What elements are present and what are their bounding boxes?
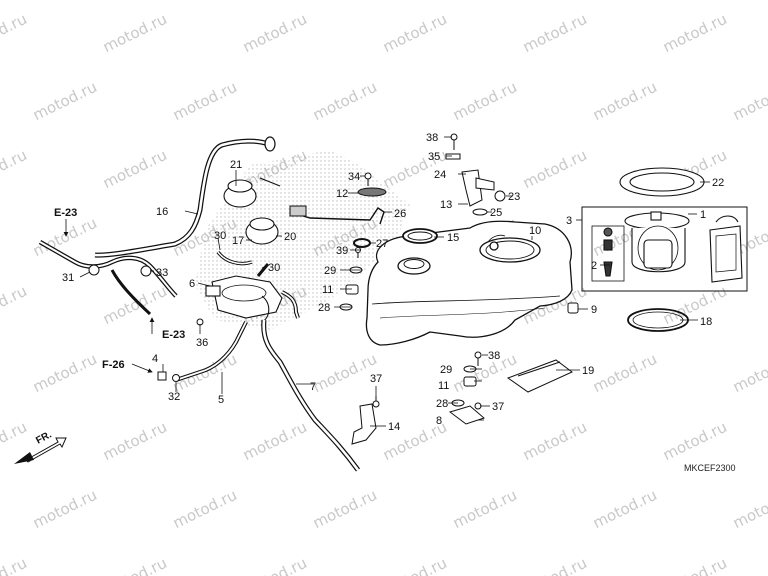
callout-p4: 4: [152, 353, 158, 365]
callout-p11a: 11: [322, 284, 333, 296]
callout-p22: 22: [712, 177, 724, 189]
callout-p11b: 11: [438, 380, 449, 392]
callout-p23: 23: [508, 191, 520, 203]
callout-p29a: 29: [324, 265, 336, 277]
callout-p28b: 28: [436, 398, 448, 410]
front-direction-arrow: FR.: [14, 429, 67, 464]
callout-p24: 24: [434, 169, 446, 181]
callout-p21: 21: [230, 159, 242, 171]
callout-p9: 9: [591, 304, 597, 316]
callout-p6: 6: [189, 278, 195, 290]
callout-p7: 7: [310, 381, 316, 393]
callout-p35: 35: [428, 151, 440, 163]
callout-p39: 39: [336, 245, 348, 257]
callout-p33: 33: [156, 267, 168, 279]
callout-p5: 5: [218, 394, 224, 406]
callout-numbers: 1234567891011111213141516171819202122232…: [62, 132, 724, 433]
callout-p2: 2: [591, 260, 597, 272]
callout-p36: 36: [196, 337, 208, 349]
hoses: [38, 136, 361, 472]
callout-p30a: 30: [214, 230, 226, 242]
callout-p19: 19: [582, 365, 594, 377]
callout-p17: 17: [232, 235, 244, 247]
callout-p38a: 38: [426, 132, 438, 144]
canister-assembly: [205, 177, 283, 323]
callout-p34: 34: [348, 171, 360, 183]
callout-p13: 13: [440, 199, 452, 211]
callout-p14: 14: [388, 421, 400, 433]
callout-p18: 18: [700, 316, 712, 328]
fasteners: [88, 133, 579, 445]
callout-p26: 26: [394, 208, 406, 220]
ref-e23-mid: E-23: [162, 329, 185, 341]
callout-p29b: 29: [440, 364, 452, 376]
callout-p3: 3: [566, 215, 572, 227]
callout-p10: 10: [529, 225, 541, 237]
callout-p20: 20: [284, 231, 296, 243]
callout-p38b: 38: [488, 350, 500, 362]
callout-p1: 1: [700, 209, 706, 221]
fuel-pump-assembly: [581, 167, 748, 332]
callout-p37a: 37: [370, 373, 382, 385]
callout-p32: 32: [168, 391, 180, 403]
callout-p31: 31: [62, 272, 74, 284]
ref-e23-top: E-23: [54, 207, 77, 219]
callout-p12: 12: [336, 188, 348, 200]
diagram-code: MKCEF2300: [684, 463, 736, 473]
callout-p30b: 30: [268, 262, 280, 274]
callout-p8: 8: [436, 415, 442, 427]
reference-labels: E-23 E-23 F-26: [54, 207, 185, 373]
leader-lines: [79, 136, 710, 427]
fuel-tank: [365, 220, 573, 346]
callout-p16: 16: [156, 206, 168, 218]
callout-p37b: 37: [492, 401, 504, 413]
callout-p15: 15: [447, 232, 459, 244]
ref-f26: F-26: [102, 359, 125, 371]
callout-p25: 25: [490, 207, 502, 219]
callout-p27: 27: [376, 238, 388, 250]
front-label: FR.: [34, 429, 54, 446]
callout-p28a: 28: [318, 302, 330, 314]
